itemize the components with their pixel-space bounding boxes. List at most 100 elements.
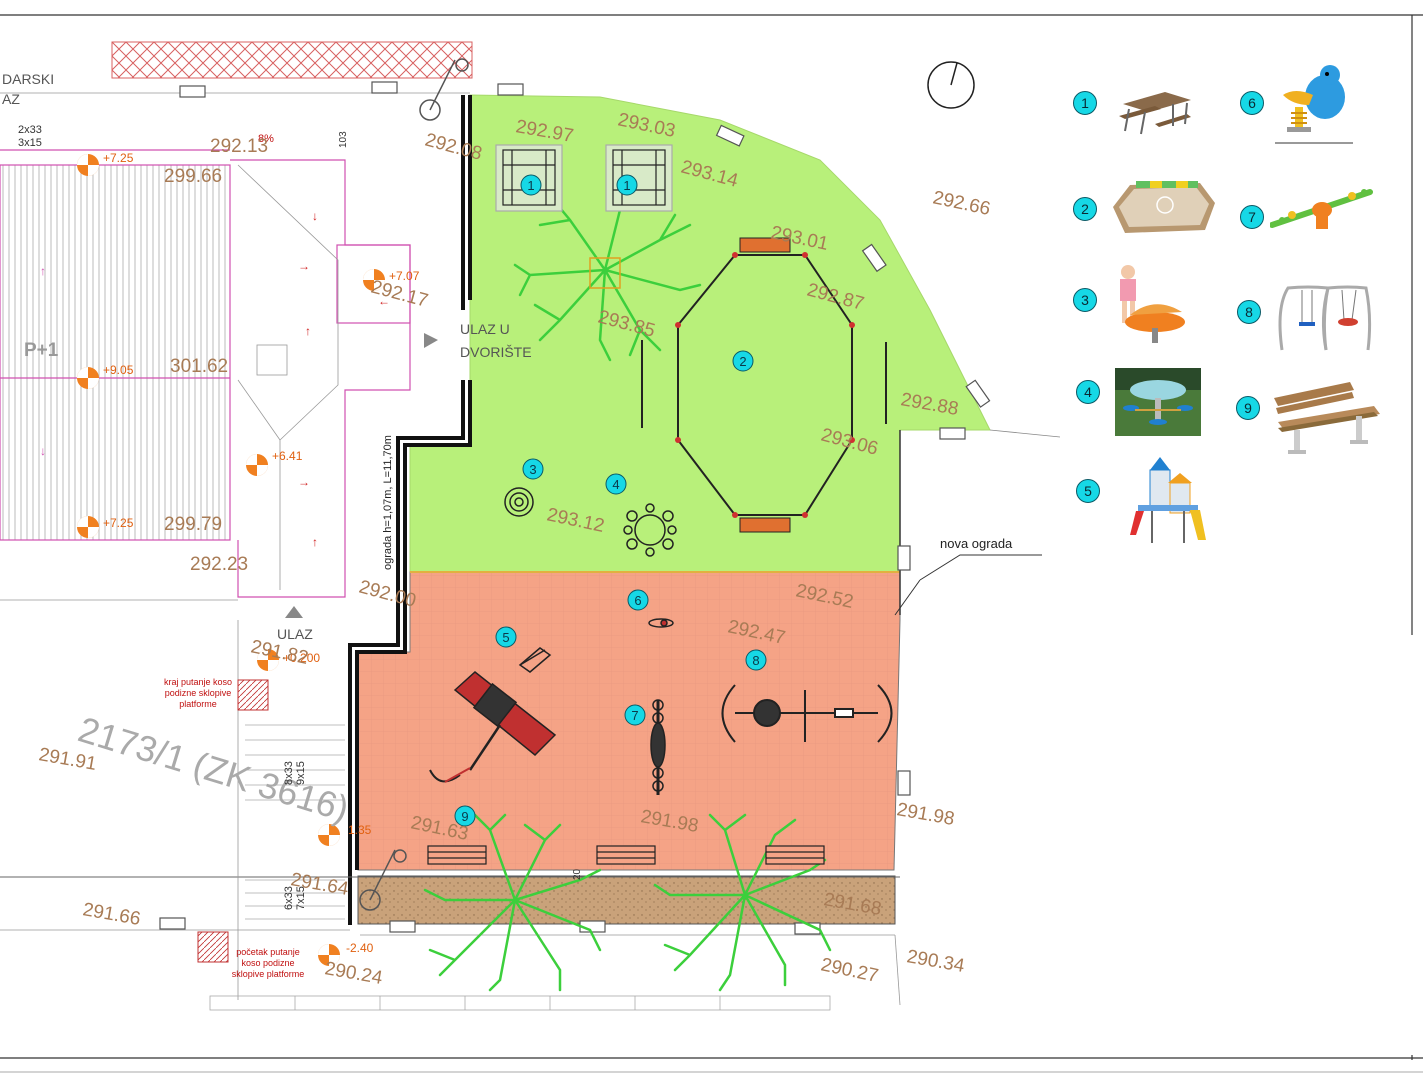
fence-walls: [348, 95, 472, 925]
tree-bottom-left: [423, 813, 602, 992]
level-marker: -2.40: [318, 941, 374, 966]
spinner-plan: [504, 487, 534, 517]
legend-num-8: 8: [1237, 300, 1261, 324]
picnic-table-icon: [1119, 92, 1191, 135]
ramp-start-square: [197, 931, 229, 963]
marker-7: 7: [624, 704, 646, 726]
building-text-1: DARSKI: [2, 71, 54, 87]
svg-text:+6.41: +6.41: [272, 449, 303, 463]
svg-text:9: 9: [461, 809, 468, 824]
marker-8: 8: [745, 649, 767, 671]
parking-row: [209, 995, 831, 1011]
marker-4: 4: [605, 473, 627, 495]
dim-label: 20: [572, 868, 583, 880]
sandbox-icon: [1113, 181, 1215, 233]
roof-ridges: [237, 164, 339, 590]
sandbox-plan: [641, 237, 887, 533]
stair-dim: 8x33: [283, 761, 295, 785]
ramp-end-note: podizne sklopive: [165, 688, 232, 698]
svg-text:292.66: 292.66: [931, 187, 992, 220]
svg-text:1: 1: [527, 178, 534, 193]
svg-text:291.66: 291.66: [81, 899, 142, 930]
seesaw-icon: [1270, 189, 1373, 229]
ramp-end-square: [237, 679, 269, 711]
svg-text:+0.200: +0.200: [283, 651, 320, 665]
legend-num-4: 4: [1076, 380, 1100, 404]
svg-text:290.27: 290.27: [819, 954, 880, 987]
slope-label: 8%: [258, 133, 274, 145]
legend-num-6: 6: [1240, 91, 1264, 115]
level-marker: 1.35: [318, 823, 372, 846]
legend-num-3: 3: [1073, 288, 1097, 312]
entrance-arrow-main: [285, 606, 303, 618]
svg-text:+7.07: +7.07: [389, 269, 420, 283]
marker-1b: 1: [616, 174, 638, 196]
fence-note: ograda h=1,07m, L=11,70m: [382, 435, 394, 570]
svg-text:1: 1: [623, 178, 630, 193]
seesaw-plan: [650, 699, 666, 795]
hatched-strip: [111, 41, 473, 79]
spinner-seat-icon: [1120, 265, 1185, 343]
round-table-icon: [1115, 368, 1201, 436]
legend: 1 2 3 4 5: [1060, 60, 1400, 560]
roof-arrows: ↑ ↓ ↓ → ↑ → ↑ ←: [40, 209, 390, 549]
spring-rider-plan: [648, 618, 674, 628]
svg-text:+7.25: +7.25: [103, 516, 134, 530]
svg-text:+9.05: +9.05: [103, 363, 134, 377]
marker-6: 6: [627, 589, 649, 611]
level-marker: +9.05: [77, 363, 134, 389]
main-entrance: ULAZ: [277, 626, 313, 642]
north-arrow: [927, 61, 975, 109]
svg-text:↑: ↑: [40, 264, 46, 278]
marker-2: 2: [732, 350, 754, 372]
ramp-end-note: platforme: [179, 699, 217, 709]
floor-label: P+1: [24, 340, 59, 361]
stair-dim: 3x15: [18, 137, 42, 149]
spring-rider-icon: [1275, 65, 1353, 144]
round-table-plan: [623, 503, 677, 557]
parcel-label: 2173/1 (ZK 3616): [74, 708, 354, 829]
equipment-markers: 1 1 2 3 4 5 6 7 8 9: [454, 174, 767, 827]
svg-text:292.00: 292.00: [357, 577, 419, 612]
courtyard-entrance-1: ULAZ U: [460, 321, 510, 337]
stairs: [245, 724, 345, 920]
svg-text:→: →: [298, 259, 310, 273]
courtyard-entrance-2: DVORIŠTE: [460, 344, 532, 360]
svg-text:7: 7: [631, 708, 638, 723]
stair-dim: 7x15: [295, 886, 307, 910]
level-marker: +0.200: [257, 649, 320, 671]
level-marker: +7.25: [77, 516, 134, 538]
marker-1a: 1: [520, 174, 542, 196]
play-tower-plan: [429, 647, 557, 783]
tree-bottom-right: [653, 813, 832, 992]
blank-panel: [1045, 635, 1415, 1055]
svg-text:5: 5: [502, 630, 509, 645]
svg-text:8: 8: [752, 653, 759, 668]
svg-text:-2.40: -2.40: [346, 941, 374, 955]
legend-num-9: 9: [1236, 396, 1260, 420]
picnic-tables-plan: [495, 144, 673, 212]
legend-num-2: 2: [1073, 197, 1097, 221]
svg-text:↓: ↓: [312, 209, 318, 223]
ramp-start-note: sklopive platforme: [232, 969, 305, 979]
legend-num-1: 1: [1073, 91, 1097, 115]
svg-text:301.62: 301.62: [170, 356, 228, 377]
legend-num-5: 5: [1076, 479, 1100, 503]
legend-num-7: 7: [1240, 205, 1264, 229]
park-bench-icon: [1274, 382, 1380, 454]
gates: [359, 58, 469, 911]
marker-3: 3: [522, 458, 544, 480]
svg-text:1.35: 1.35: [348, 823, 372, 837]
svg-text:290.24: 290.24: [323, 958, 384, 989]
svg-text:↓: ↓: [40, 444, 46, 458]
level-marker: +7.25: [77, 151, 134, 176]
stair-dim: 9x15: [295, 761, 307, 785]
svg-text:6: 6: [634, 593, 641, 608]
play-tower-icon: [1130, 457, 1206, 543]
new-fence-label: nova ograda: [940, 536, 1013, 551]
svg-text:291.98: 291.98: [895, 799, 956, 830]
svg-text:292.13: 292.13: [210, 136, 268, 157]
svg-text:299.66: 299.66: [164, 166, 222, 187]
svg-text:2: 2: [739, 354, 746, 369]
